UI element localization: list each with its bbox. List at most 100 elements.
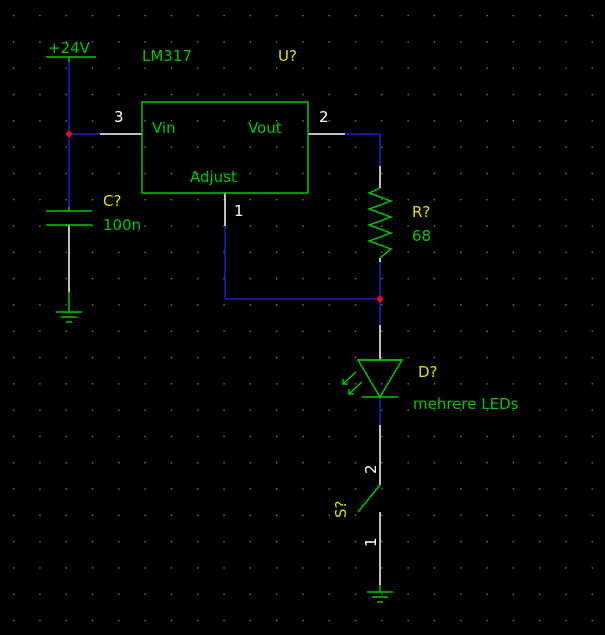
grid-dot [223,304,225,306]
grid-dot [197,225,199,227]
grid-dot [118,146,120,148]
grid-dot [223,330,225,332]
grid-dot [354,304,357,306]
grid-dot [197,304,199,306]
grid-dot [13,251,15,253]
grid-dot [381,304,383,306]
grid-dot [170,304,173,306]
grid-dot [565,514,567,516]
grid-dot [170,172,173,175]
grid-dot [249,251,251,253]
grid-dot [460,278,462,280]
grid-dot [381,278,383,280]
grid-dot [512,330,514,332]
grid-dot [433,93,436,96]
grid-dot [486,541,488,543]
grid-dot [118,435,120,438]
grid-dot [65,356,67,359]
grid-dot [302,383,304,385]
led-arrowhead-1 [342,379,348,385]
grid-dot [118,278,120,280]
grid-dot [13,199,15,201]
grid-dot [591,409,593,411]
grid-dot [407,435,409,438]
pin-adjust-name: Adjust [190,168,237,186]
grid-dot [512,383,514,385]
grid-dot [512,225,514,227]
grid-dot [302,541,304,543]
grid-dot [223,93,225,96]
grid-dot [512,93,514,96]
grid-dot [91,146,94,148]
grid-dot [170,41,173,43]
grid-dot [591,15,593,17]
grid-dot [381,120,383,122]
grid-dot [144,15,146,17]
grid-dot [118,172,120,175]
grid-dot [381,462,383,464]
grid-dot [486,619,488,622]
grid-dot [276,567,278,569]
grid-dot [512,593,514,595]
grid-dot [354,330,357,332]
grid-dot [565,409,567,411]
grid-dot [39,41,41,43]
grid-dot [223,356,225,359]
grid-dot [381,567,383,569]
grid-dot [249,304,251,306]
regulator-value: LM317 [142,47,192,65]
grid-dot [91,330,94,332]
grid-dot [223,383,225,385]
grid-dot [565,593,567,595]
grid-dot [170,93,173,96]
grid-dot [433,541,436,543]
switch-pin-top: 2 [362,464,380,474]
grid-dot [118,93,120,96]
grid-dot [249,330,251,332]
grid-dot [223,146,225,148]
grid-dot [39,593,41,595]
grid-dot [328,593,330,595]
grid-dot [512,172,514,175]
grid-dot [118,514,120,516]
grid-dot [328,41,330,43]
grid-dot [276,304,278,306]
grid-dot [486,593,488,595]
grid-dot [381,383,383,385]
grid-dot [39,251,41,253]
grid-dot [144,435,146,438]
regulator-ref: U? [278,47,297,65]
grid-dot [91,120,94,122]
grid-dot [512,15,514,17]
grid-dot [486,120,488,122]
regulator-body [141,101,309,194]
grid-dot [486,330,488,332]
grid-dot [565,172,567,175]
junction-vin [66,131,72,137]
grid-dot [354,146,357,148]
grid-dot [223,567,225,569]
grid-dot [539,93,541,96]
grid-dot [276,409,278,411]
grid-dot [591,541,593,543]
grid-dot [565,41,567,43]
grid-dot [13,41,15,43]
grid-dot [486,15,488,17]
capacitor-value: 100n [103,216,141,234]
grid-dot [223,593,225,595]
grid-dot [144,356,146,359]
grid-dot [433,383,436,385]
grid-dot [144,278,146,280]
grid-dot [170,225,173,227]
grid-dot [591,146,593,148]
grid-dot [433,462,436,464]
grid-dot [407,251,409,253]
grid-dot [460,41,462,43]
grid-dot [39,225,41,227]
grid-dot [565,15,567,17]
grid-dot [118,330,120,332]
grid-dot [13,225,15,227]
grid-dot [197,146,199,148]
grid-dot [144,120,146,122]
grid-dot [407,93,409,96]
